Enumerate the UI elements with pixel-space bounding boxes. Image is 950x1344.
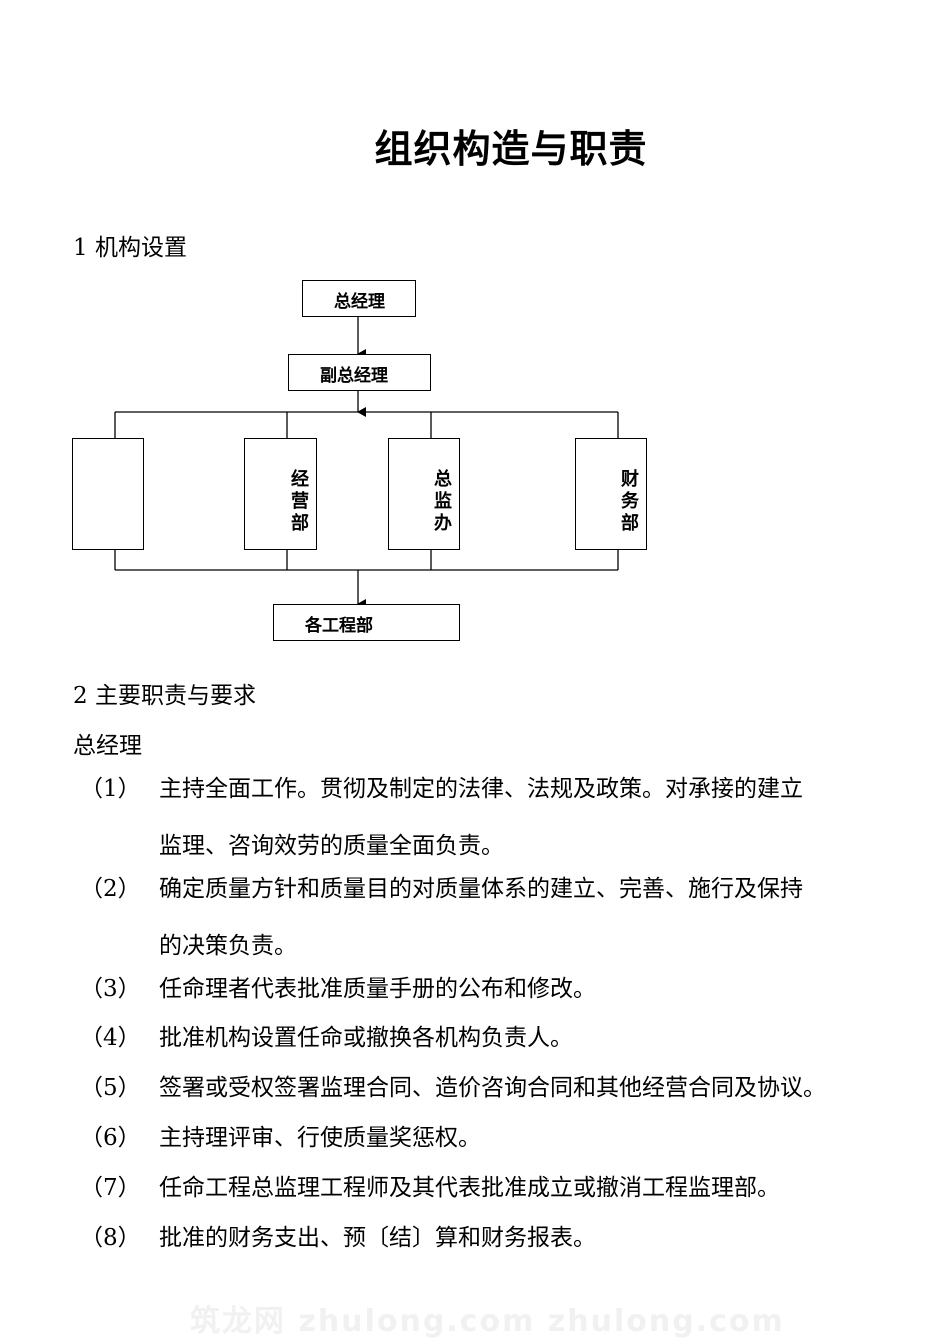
section-heading-duties: 2 主要职责与要求 [73,683,256,709]
box-dept-business: 经营部 [244,438,317,550]
list-item-text: 签署或受权签署监理合同、造价咨询合同和其他经营合同及协议。 [159,1075,826,1101]
list-item-number: （6） [80,1125,141,1151]
list-item-text: 主持全面工作。贯彻及制定的法律、法规及政策。对承接的建立 [159,776,803,802]
list-item-number: （5） [80,1075,141,1101]
list-item-number: （1） [80,776,141,802]
box-dept-business-label: 经营部 [291,469,309,534]
list-item-number: （8） [80,1225,141,1251]
box-dept-supervision: 总监办 [388,438,460,550]
section-heading-org: 1 机构设置 [73,235,187,261]
box-general-manager: 总经理 [302,280,416,317]
box-dept-supervision-label: 总监办 [434,469,452,534]
box-dept-1 [72,438,144,550]
box-dept-finance: 财务部 [575,438,647,550]
box-deputy-manager-label: 副总经理 [320,366,388,386]
box-general-manager-label: 总经理 [334,292,385,312]
list-item-number: （7） [80,1175,141,1201]
role-heading: 总经理 [73,733,142,759]
list-item-text: 批准的财务支出、预〔结〕算和财务报表。 [159,1225,596,1251]
list-item-text: 任命理者代表批准质量手册的公布和修改。 [159,976,596,1002]
box-dept-finance-label: 财务部 [621,469,639,534]
org-chart-lines [114,317,619,609]
list-item-number: （4） [80,1025,141,1051]
list-item-text: 确定质量方针和质量目的对质量体系的建立、完善、施行及保持 [159,876,803,902]
list-item-text: 任命工程总监理工程师及其代表批准成立或撤消工程监理部。 [159,1175,780,1201]
list-item-text: 主持理评审、行使质量奖惩权。 [159,1125,481,1151]
box-project-departments-label: 各工程部 [305,616,373,636]
list-item-continuation: 的决策负责。 [159,933,297,959]
list-item-continuation: 监理、咨询效劳的质量全面负责。 [159,833,504,859]
box-deputy-manager: 副总经理 [288,354,431,391]
page-title: 组织构造与职责 [374,127,648,171]
box-project-departments: 各工程部 [273,604,460,641]
watermark: 筑龙网 zhulong.com zhulong.com [190,1304,785,1339]
list-item-number: （2） [80,876,141,902]
list-item-text: 批准机构设置任命或撤换各机构负责人。 [159,1025,573,1051]
list-item-number: （3） [80,976,141,1002]
